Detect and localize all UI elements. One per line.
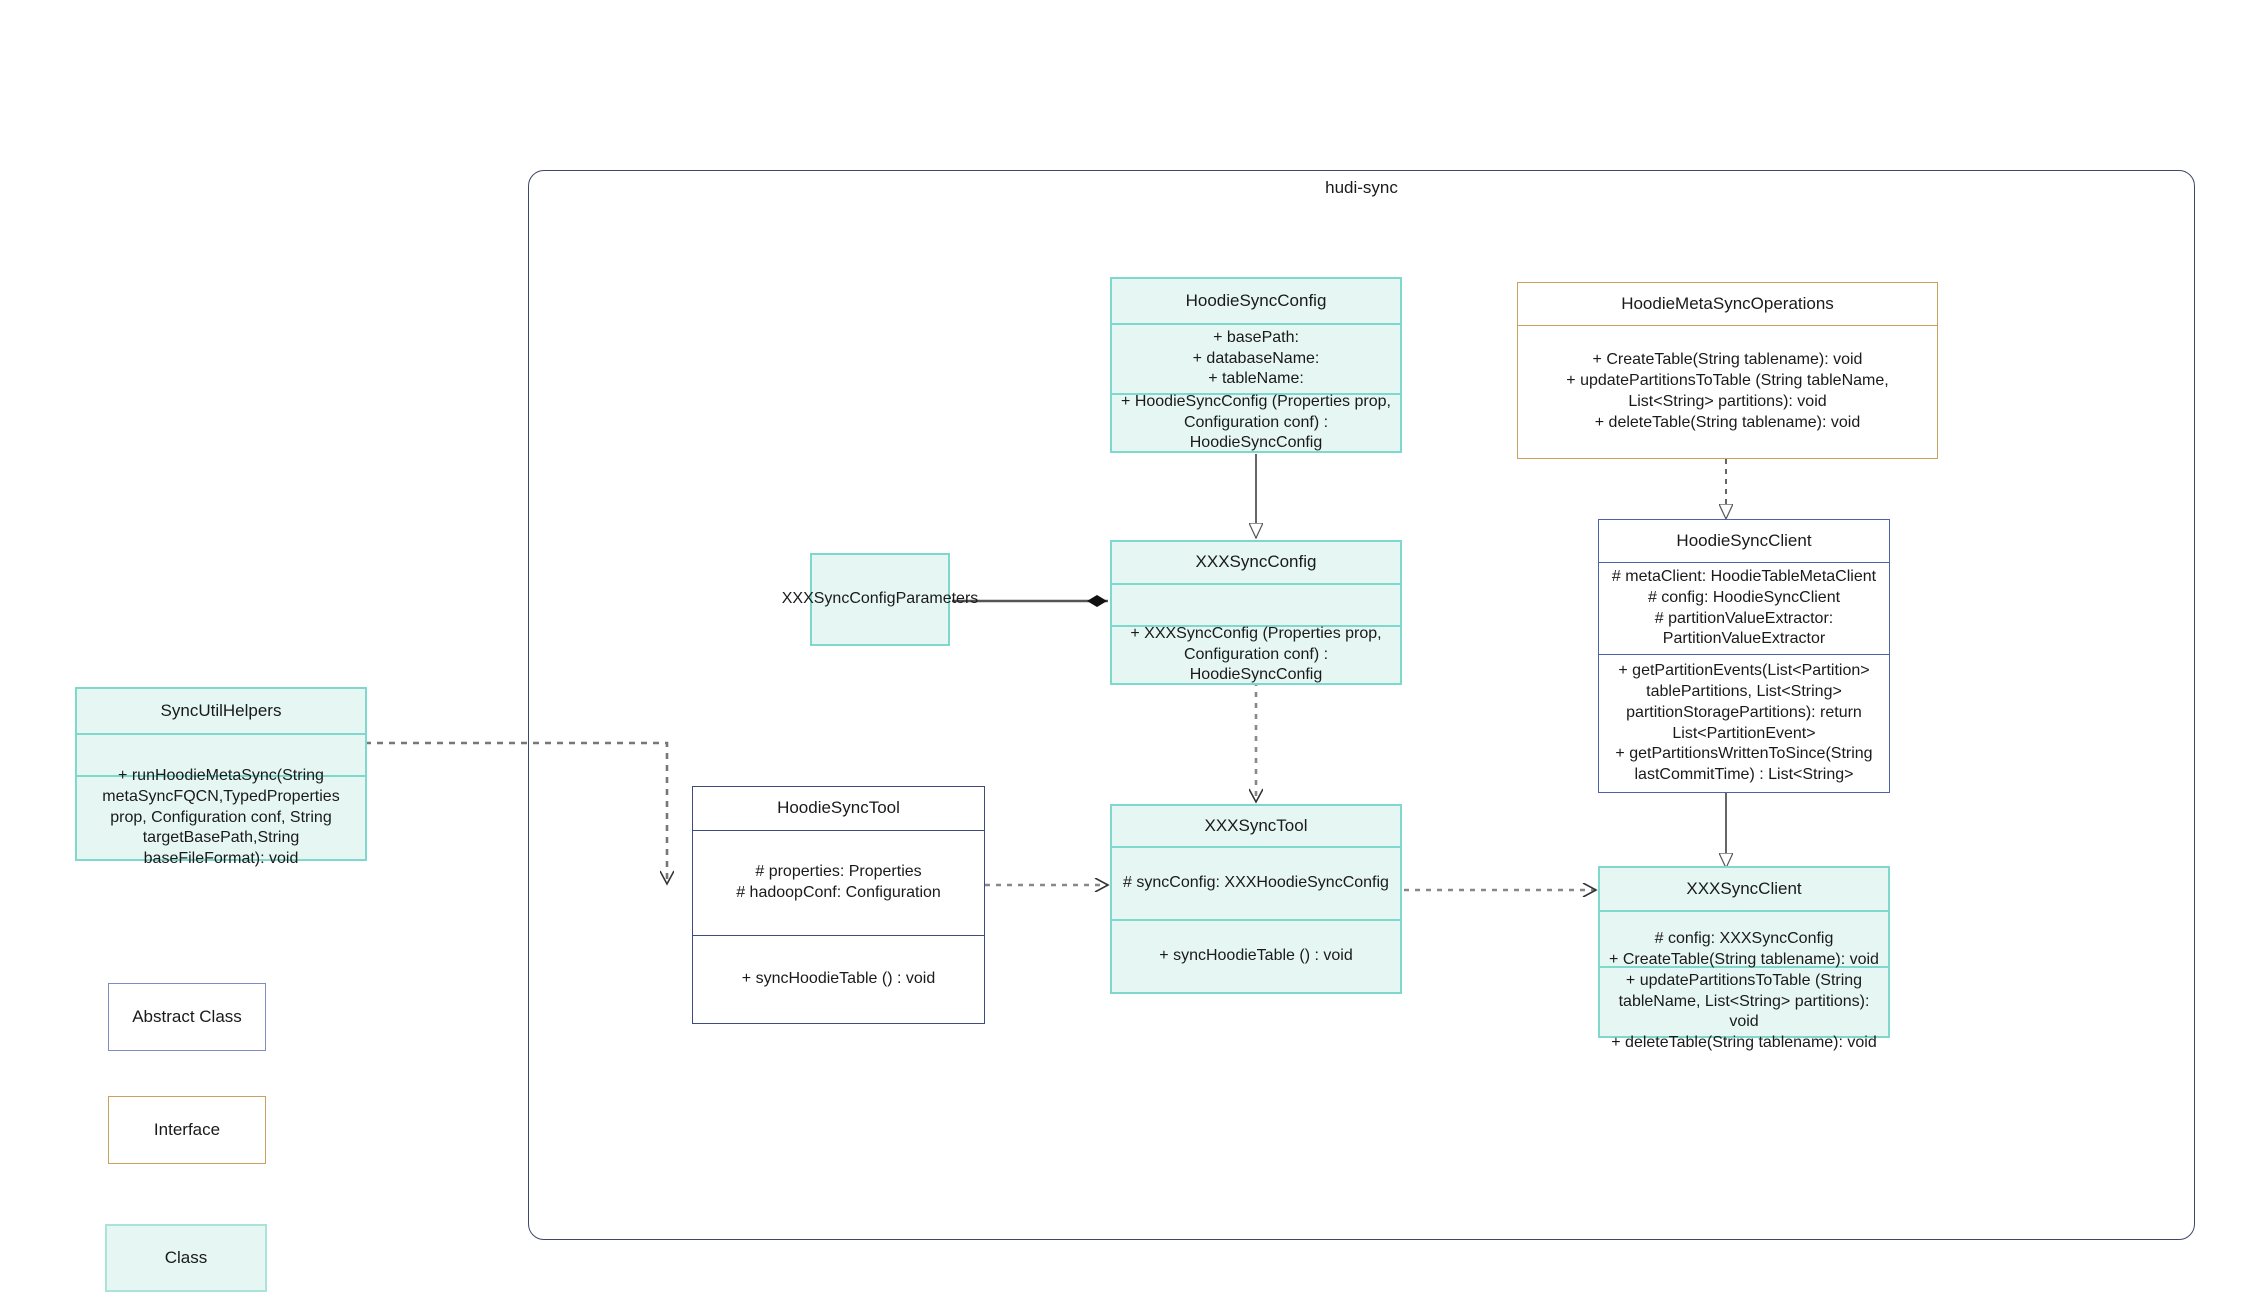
class-box-xxxsyncconfig[interactable]: XXXSyncConfig + XXXSyncConfig (Propertie… xyxy=(1110,540,1402,685)
class-attributes: # metaClient: HoodieTableMetaClient # co… xyxy=(1599,562,1889,654)
attribute-row: + databaseName: xyxy=(1192,349,1320,367)
class-attributes: # config: XXXSyncConfig xyxy=(1600,910,1888,966)
class-operations: + CreateTable(String tablename): void + … xyxy=(1600,951,1888,1051)
legend-label: Abstract Class xyxy=(132,1007,242,1026)
class-box-hoodiesyncclient[interactable]: HoodieSyncClient # metaClient: HoodieTab… xyxy=(1598,519,1890,793)
class-operations: + HoodieSyncConfig (Properties prop, Con… xyxy=(1112,393,1400,451)
attribute-row: # hadoopConf: Configuration xyxy=(736,884,941,901)
class-operations: + getPartitionEvents(List<Partition> tab… xyxy=(1599,654,1889,792)
class-title: HoodieSyncConfig xyxy=(1185,290,1327,310)
operation-row: + CreateTable(String tablename): void xyxy=(1592,351,1863,369)
operation-row: + deleteTable(String tablename): void xyxy=(1594,413,1861,431)
package-title: hudi-sync xyxy=(1325,178,1398,197)
class-title: XXXSyncTool xyxy=(1204,815,1308,835)
class-operations: + runHoodieMetaSync(String metaSyncFQCN,… xyxy=(77,767,365,867)
class-attributes: # syncConfig: XXXHoodieSyncConfig xyxy=(1112,846,1400,919)
class-box-syncutilhelpers[interactable]: SyncUtilHelpers + runHoodieMetaSync(Stri… xyxy=(75,687,367,867)
legend-item-interface: Interface xyxy=(108,1096,266,1164)
class-title: SyncUtilHelpers xyxy=(160,700,282,720)
class-operations: + syncHoodieTable () : void xyxy=(693,935,984,1023)
attribute-row: # metaClient: HoodieTableMetaClient xyxy=(1611,567,1877,585)
interface-box-hoodiemetasyncoperations[interactable]: HoodieMetaSyncOperations + CreateTable(S… xyxy=(1517,282,1938,459)
attribute-row: # properties: Properties xyxy=(755,863,922,881)
class-title: XXXSyncClient xyxy=(1686,878,1802,898)
class-title: XXXSyncConfig xyxy=(1195,552,1317,572)
class-title: XXXSyncConfigParameters xyxy=(781,590,979,608)
operation-row: + updatePartitionsToTable (String tableN… xyxy=(1618,971,1870,1031)
attribute-row: + basePath: xyxy=(1213,328,1299,346)
class-operations: + syncHoodieTable () : void xyxy=(1112,919,1400,992)
class-box-xxxsyncconfigparameters[interactable]: XXXSyncConfigParameters xyxy=(781,553,979,646)
class-attributes: + basePath: + databaseName: + tableName: xyxy=(1112,323,1400,393)
class-box-xxxsynctool[interactable]: XXXSyncTool # syncConfig: XXXHoodieSyncC… xyxy=(1110,804,1402,994)
class-attributes xyxy=(1112,583,1400,625)
attribute-row: + tableName: xyxy=(1208,370,1304,388)
class-title: HoodieSyncClient xyxy=(1676,530,1812,550)
class-box-hoodiesynctool[interactable]: HoodieSyncTool # properties: Properties … xyxy=(692,786,985,1024)
class-operations: + XXXSyncConfig (Properties prop, Config… xyxy=(1112,625,1400,683)
legend-item-abstract-class: Abstract Class xyxy=(108,983,266,1051)
class-title: HoodieSyncTool xyxy=(777,798,900,818)
interface-title: HoodieMetaSyncOperations xyxy=(1621,293,1834,313)
operation-row: + CreateTable(String tablename): void xyxy=(1609,951,1879,969)
legend-label: Class xyxy=(164,1248,208,1267)
class-box-xxxsyncclient[interactable]: XXXSyncClient # config: XXXSyncConfig + … xyxy=(1598,866,1890,1051)
operation-row: + deleteTable(String tablename): void xyxy=(1611,1034,1877,1052)
operation-row: + getPartitionEvents(List<Partition> tab… xyxy=(1618,662,1870,742)
class-attributes xyxy=(77,733,365,775)
interface-operations: + CreateTable(String tablename): void + … xyxy=(1518,325,1937,458)
attribute-row: # partitionValueExtractor: PartitionValu… xyxy=(1654,609,1834,648)
attribute-row: # config: HoodieSyncClient xyxy=(1647,588,1841,606)
class-box-hoodiesyncconfig[interactable]: HoodieSyncConfig + basePath: + databaseN… xyxy=(1110,277,1402,453)
operation-row: + updatePartitionsToTable (String tableN… xyxy=(1566,372,1889,410)
class-attributes: # properties: Properties # hadoopConf: C… xyxy=(693,830,984,935)
operation-row: + getPartitionsWrittenToSince(String las… xyxy=(1615,745,1873,784)
legend-label: Interface xyxy=(153,1120,221,1139)
package-frame-hudi-sync xyxy=(528,170,2195,1240)
legend-item-class: Class xyxy=(105,1224,267,1292)
